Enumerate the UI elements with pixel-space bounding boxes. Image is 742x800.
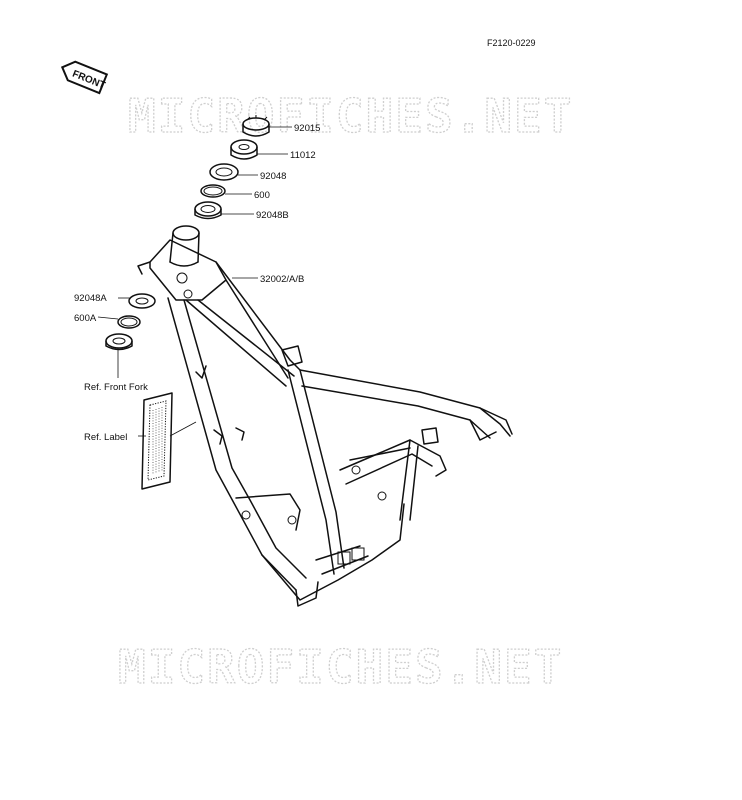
label-92048a: 92048A	[74, 293, 107, 304]
document-code: F2120-0229	[487, 38, 536, 48]
label-ref-label: Ref. Label	[84, 432, 127, 443]
bearing-race-92048b	[194, 201, 222, 220]
bearing-race-92048	[209, 163, 239, 181]
bearing-race-92048a	[128, 293, 156, 309]
label-600a: 600A	[74, 313, 97, 324]
label-11012: 11012	[290, 150, 316, 161]
label-92048: 92048	[260, 171, 286, 182]
motorcycle-frame	[137, 225, 513, 607]
reference-label-sticker	[141, 392, 173, 490]
label-92015: 92015	[294, 123, 320, 134]
watermark-top: MICROFICHES.NET	[128, 89, 573, 143]
ball-bearing-600a	[117, 315, 141, 329]
label-600: 600	[254, 190, 270, 201]
seal-front-fork	[105, 333, 133, 351]
watermark-bottom: MICROFICHES.NET	[118, 640, 563, 694]
steering-nut-92015	[242, 115, 270, 137]
front-arrow-icon: FRONT	[60, 60, 109, 95]
label-92048b: 92048B	[256, 210, 289, 221]
label-32002: 32002/A/B	[260, 274, 304, 285]
label-ref-front-fork: Ref. Front Fork	[84, 382, 148, 393]
ball-bearing-600	[200, 184, 226, 198]
cap-11012	[230, 139, 258, 160]
leader-lines	[97, 126, 292, 437]
